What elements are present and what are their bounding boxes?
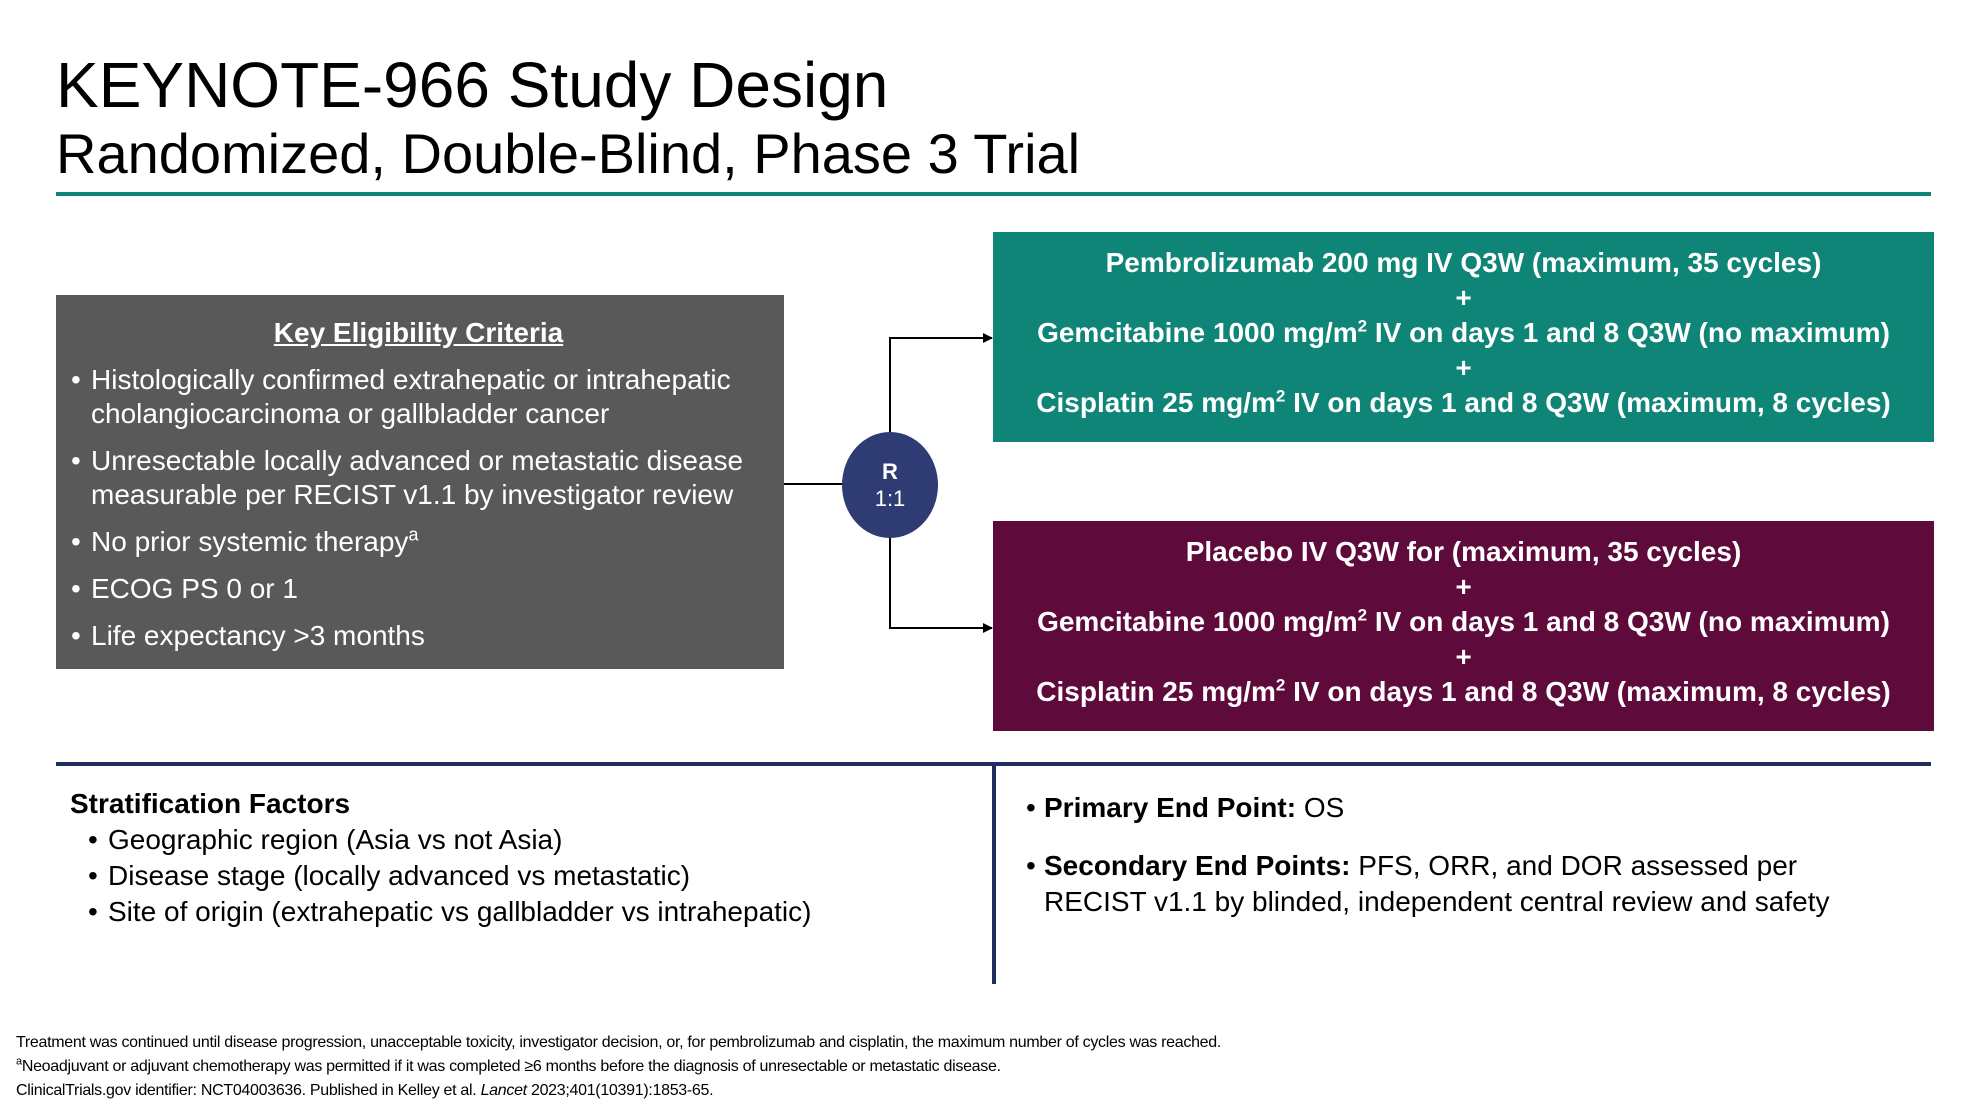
- drug-text: Gemcitabine 1000 mg/m: [1037, 606, 1358, 637]
- superscript: 2: [1357, 605, 1368, 625]
- plus-sign: +: [1455, 641, 1472, 672]
- plus-sign: +: [1455, 571, 1472, 602]
- eligibility-item: Histologically confirmed extrahepatic or…: [71, 363, 766, 431]
- superscript: 2: [1275, 386, 1286, 406]
- randomization-label: R: [882, 459, 898, 484]
- stratification-item: Disease stage (locally advanced vs metas…: [70, 858, 811, 894]
- footnote-line: ClinicalTrials.gov identifier: NCT040036…: [16, 1079, 1221, 1103]
- superscript: 2: [1275, 675, 1286, 695]
- eligibility-item: Unresectable locally advanced or metasta…: [71, 444, 766, 512]
- footnote-text: Neoadjuvant or adjuvant chemotherapy was…: [21, 1058, 1001, 1075]
- primary-endpoint-value: OS: [1296, 792, 1345, 823]
- eligibility-item-text: Histologically confirmed extrahepatic or…: [91, 364, 731, 429]
- stratification-item: Geographic region (Asia vs not Asia): [70, 822, 811, 858]
- arm-drug-line: Cisplatin 25 mg/m2 IV on days 1 and 8 Q3…: [993, 385, 1934, 420]
- footnote-text: 2023;401(10391):1853-65.: [526, 1082, 714, 1099]
- secondary-endpoint-value: PFS, ORR, and DOR assessed per RECIST v1…: [1044, 850, 1830, 917]
- page-subtitle: Randomized, Double-Blind, Phase 3 Trial: [56, 122, 1081, 185]
- footnote-line: Treatment was continued until disease pr…: [16, 1034, 1222, 1051]
- drug-text: IV on days 1 and 8 Q3W (maximum, 8 cycle…: [1285, 387, 1891, 418]
- stratification-list: Geographic region (Asia vs not Asia) Dis…: [70, 822, 811, 930]
- drug-text: Gemcitabine 1000 mg/m: [1037, 317, 1358, 348]
- drug-text: IV on days 1 and 8 Q3W (no maximum): [1367, 317, 1890, 348]
- arm-drug-line: Gemcitabine 1000 mg/m2 IV on days 1 and …: [993, 315, 1934, 350]
- arm-drug-line: Cisplatin 25 mg/m2 IV on days 1 and 8 Q3…: [993, 674, 1934, 709]
- randomization-node: R 1:1: [842, 432, 938, 538]
- superscript: 2: [1357, 316, 1368, 336]
- eligibility-heading: Key Eligibility Criteria: [273, 317, 564, 348]
- eligibility-item: No prior systemic therapya: [71, 525, 766, 559]
- eligibility-list: Histologically confirmed extrahepatic or…: [71, 363, 766, 653]
- primary-endpoint: Primary End Point: OS: [1026, 790, 1906, 826]
- arm-placebo-box: Placebo IV Q3W for (maximum, 35 cycles) …: [993, 521, 1934, 731]
- footnote-marker: a: [408, 524, 419, 545]
- footnote-marker: a: [16, 1055, 22, 1068]
- title-divider: [56, 192, 1931, 196]
- drug-text: IV on days 1 and 8 Q3W (maximum, 8 cycle…: [1285, 676, 1891, 707]
- footnote-line: aNeoadjuvant or adjuvant chemotherapy wa…: [16, 1055, 1221, 1079]
- eligibility-item: ECOG PS 0 or 1: [71, 572, 766, 606]
- stratification-heading: Stratification Factors: [70, 788, 351, 819]
- arm2-arrow: [889, 533, 993, 633]
- arm-drug-line: Placebo IV Q3W for (maximum, 35 cycles): [1185, 536, 1742, 567]
- eligibility-box: Key Eligibility Criteria Histologically …: [56, 295, 784, 669]
- column-divider: [992, 764, 996, 984]
- eligibility-item-text: No prior systemic therapy: [91, 526, 409, 557]
- stratification-section: Stratification Factors Geographic region…: [70, 786, 811, 930]
- eligibility-item-text: Life expectancy >3 months: [91, 620, 425, 651]
- eligibility-item-text: ECOG PS 0 or 1: [91, 573, 298, 604]
- page-title: KEYNOTE-966 Study Design: [56, 49, 889, 121]
- primary-endpoint-label: Primary End Point:: [1044, 792, 1297, 823]
- arm-drug-line: Gemcitabine 1000 mg/m2 IV on days 1 and …: [993, 604, 1934, 639]
- arm1-arrow: [889, 333, 993, 437]
- arm-drug-line: Pembrolizumab 200 mg IV Q3W (maximum, 35…: [1105, 247, 1822, 278]
- eligibility-item: Life expectancy >3 months: [71, 619, 766, 653]
- drug-text: IV on days 1 and 8 Q3W (no maximum): [1367, 606, 1890, 637]
- drug-text: Cisplatin 25 mg/m: [1036, 387, 1276, 418]
- stratification-item: Site of origin (extrahepatic vs gallblad…: [70, 894, 811, 930]
- randomization-ratio: 1:1: [874, 486, 906, 511]
- plus-sign: +: [1455, 282, 1472, 313]
- plus-sign: +: [1455, 352, 1472, 383]
- secondary-endpoint: Secondary End Points: PFS, ORR, and DOR …: [1026, 848, 1906, 920]
- footnote-text: ClinicalTrials.gov identifier: NCT040036…: [16, 1082, 481, 1099]
- eligibility-item-text: Unresectable locally advanced or metasta…: [91, 445, 744, 510]
- journal-name: Lancet: [480, 1082, 528, 1099]
- endpoints-section: Primary End Point: OS Secondary End Poin…: [1026, 790, 1906, 920]
- drug-text: Cisplatin 25 mg/m: [1036, 676, 1276, 707]
- secondary-endpoint-label: Secondary End Points:: [1044, 850, 1351, 881]
- footnotes: Treatment was continued until disease pr…: [16, 1031, 1221, 1103]
- arm-pembrolizumab-box: Pembrolizumab 200 mg IV Q3W (maximum, 35…: [993, 232, 1934, 442]
